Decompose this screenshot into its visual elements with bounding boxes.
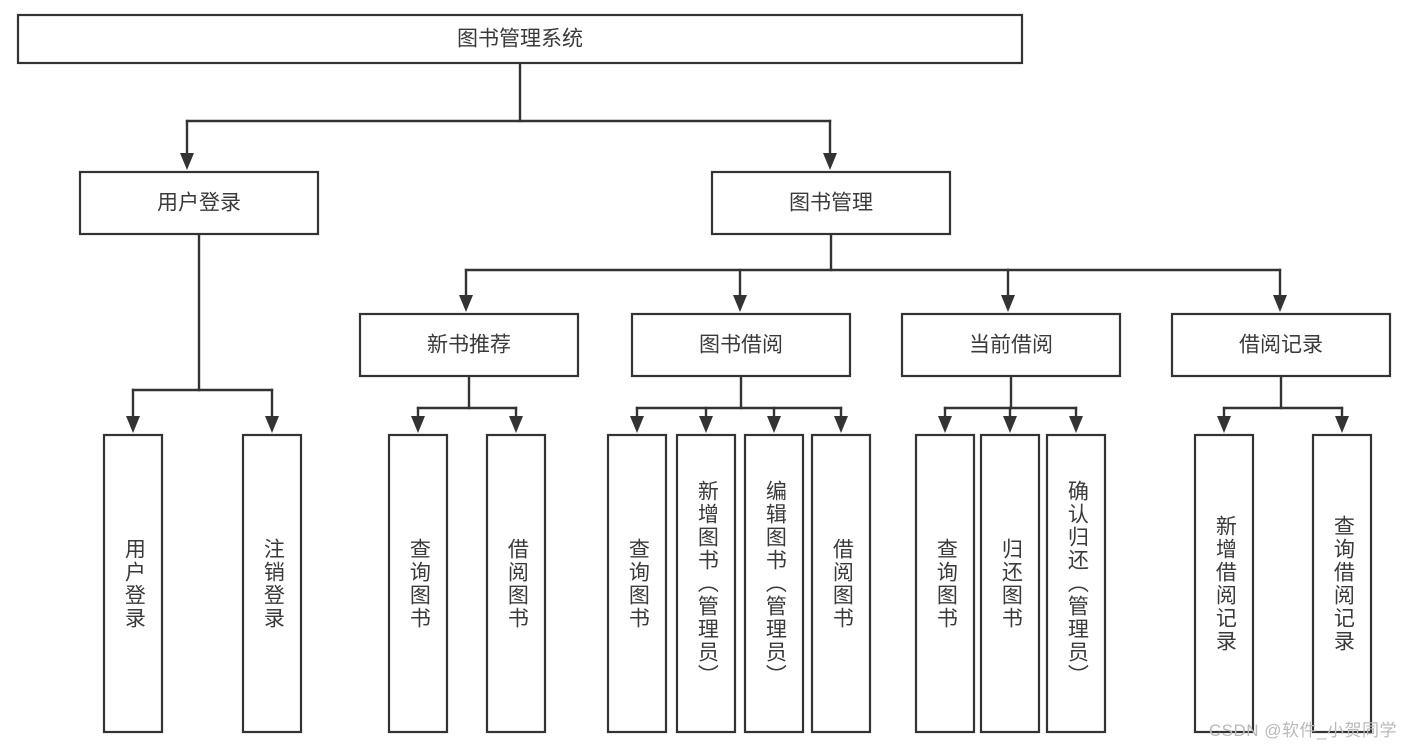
- leaf-node-leaf-logout[interactable]: [241, 433, 303, 734]
- node-box[interactable]: [675, 433, 737, 734]
- node-box[interactable]: [1045, 433, 1107, 734]
- arrow-head-icon: [126, 416, 140, 433]
- arrow-head-icon: [630, 416, 644, 433]
- leaf-node-leaf-return-book[interactable]: [979, 433, 1041, 734]
- node-box[interactable]: [387, 433, 449, 734]
- node-box[interactable]: [900, 312, 1122, 378]
- leaf-node-leaf-borrow-book[interactable]: [810, 433, 872, 734]
- node-box[interactable]: [606, 433, 668, 734]
- node-box[interactable]: [979, 433, 1041, 734]
- arrow-head-icon: [699, 416, 713, 433]
- node-box[interactable]: [1311, 433, 1373, 734]
- node-box[interactable]: [810, 433, 872, 734]
- node-box[interactable]: [1193, 433, 1255, 734]
- node-box[interactable]: [102, 433, 164, 734]
- node-box[interactable]: [241, 433, 303, 734]
- arrow-head-icon: [459, 295, 473, 312]
- node-borrow-record[interactable]: 借阅记录: [1170, 312, 1392, 378]
- arrow-head-icon: [180, 153, 194, 170]
- node-box[interactable]: [485, 433, 547, 734]
- node-current-borrow[interactable]: 当前借阅: [900, 312, 1122, 378]
- connector-bus-new-book: [411, 374, 523, 433]
- node-label: 图书借阅: [699, 334, 783, 357]
- arrow-head-icon: [1001, 295, 1015, 312]
- connector-bus-current-borrow: [938, 374, 1083, 433]
- node-box[interactable]: [16, 13, 1024, 65]
- node-box[interactable]: [78, 170, 320, 236]
- arrow-head-icon: [509, 416, 523, 433]
- node-user-login[interactable]: 用户登录: [78, 170, 320, 236]
- arrow-head-icon: [1273, 295, 1287, 312]
- node-box[interactable]: [358, 312, 580, 378]
- node-label: 当前借阅: [969, 334, 1053, 357]
- leaf-node-leaf-confirm-return-admin[interactable]: [1045, 433, 1107, 734]
- connector-bus-root: [180, 61, 837, 170]
- node-label: 借阅记录: [1239, 334, 1323, 357]
- node-box[interactable]: [710, 170, 952, 236]
- arrow-head-icon: [1335, 416, 1349, 433]
- connector-bus-user-login: [126, 232, 279, 433]
- leaf-node-leaf-query-borrow-record[interactable]: [1311, 433, 1373, 734]
- leaf-node-leaf-query-book-borrow[interactable]: [606, 433, 668, 734]
- node-box[interactable]: [743, 433, 805, 734]
- connector-bus-book-manage: [459, 232, 1287, 312]
- connectors-layer: [126, 61, 1349, 433]
- connector-bus-book-borrow: [630, 374, 848, 433]
- leaf-node-leaf-query-book-cur[interactable]: [914, 433, 976, 734]
- arrow-head-icon: [767, 416, 781, 433]
- node-root[interactable]: 图书管理系统: [16, 13, 1024, 65]
- arrow-head-icon: [265, 416, 279, 433]
- node-new-book-recommend[interactable]: 新书推荐: [358, 312, 580, 378]
- leaf-node-leaf-query-book-rec[interactable]: [387, 433, 449, 734]
- arrow-head-icon: [823, 153, 837, 170]
- arrow-head-icon: [834, 416, 848, 433]
- arrow-head-icon: [1217, 416, 1231, 433]
- node-box[interactable]: [914, 433, 976, 734]
- arrow-head-icon: [938, 416, 952, 433]
- connector-bus-borrow-record: [1217, 374, 1349, 433]
- arrow-head-icon: [1069, 416, 1083, 433]
- arrow-head-icon: [733, 295, 747, 312]
- arrow-head-icon: [411, 416, 425, 433]
- node-label: 图书管理: [789, 192, 873, 215]
- node-book-borrow[interactable]: 图书借阅: [630, 312, 852, 378]
- leaf-node-leaf-user-login[interactable]: [102, 433, 164, 734]
- leaf-node-leaf-borrow-book-rec[interactable]: [485, 433, 547, 734]
- arrow-head-icon: [1003, 416, 1017, 433]
- node-box[interactable]: [630, 312, 852, 378]
- node-label: 用户登录: [157, 192, 241, 215]
- node-label: 新书推荐: [427, 334, 511, 357]
- leaf-node-leaf-add-book-admin[interactable]: [675, 433, 737, 734]
- node-box[interactable]: [1170, 312, 1392, 378]
- leaf-node-leaf-edit-book-admin[interactable]: [743, 433, 805, 734]
- watermark-text: CSDN @软件_小贺同学: [1208, 721, 1397, 740]
- node-book-manage[interactable]: 图书管理: [710, 170, 952, 236]
- node-label: 图书管理系统: [457, 28, 583, 51]
- leaf-node-leaf-add-borrow-record[interactable]: [1193, 433, 1255, 734]
